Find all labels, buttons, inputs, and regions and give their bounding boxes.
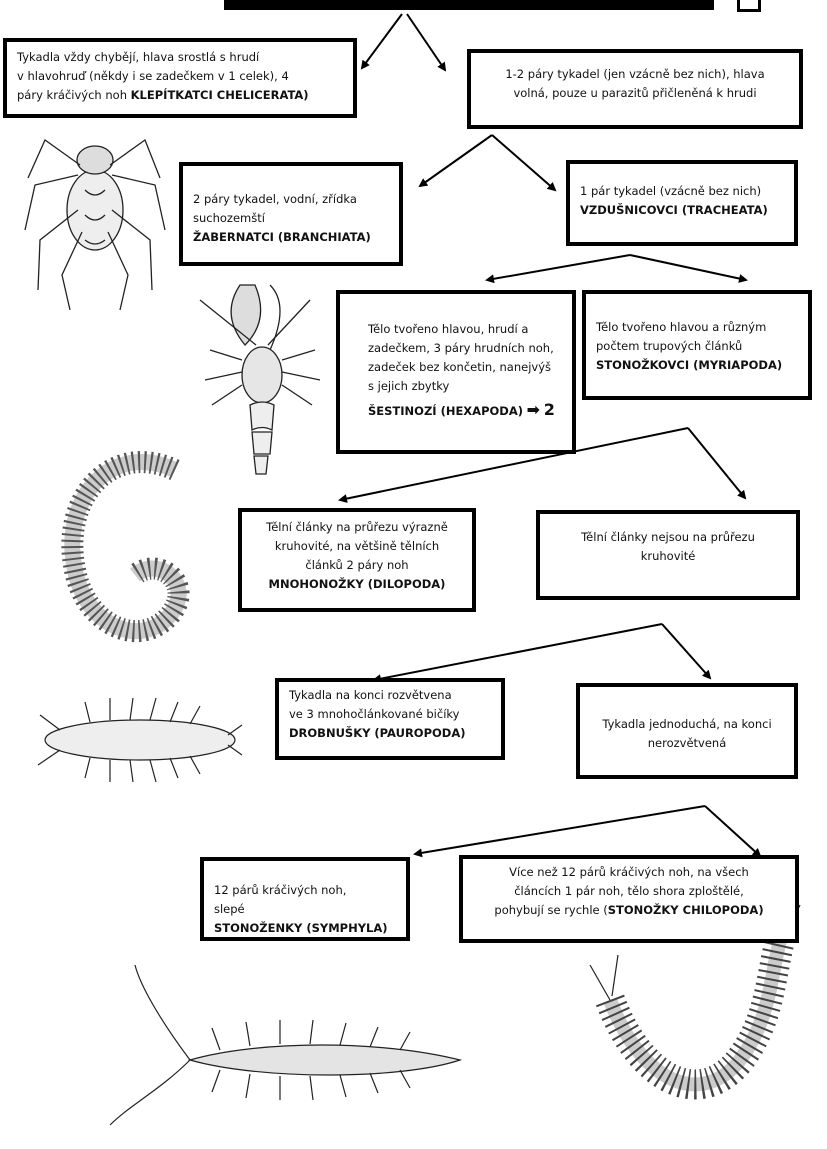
arrow-dilopoda-left — [338, 427, 689, 503]
box-chelicerata: Tykadla vždy chybějí, hlava srostlá s hr… — [3, 38, 357, 118]
hexapoda-line3: zadeček bez končetin, nanejvýš — [368, 360, 552, 374]
dilopoda-line3: článků 2 páry noh — [305, 558, 409, 572]
symphyla-taxon-text: STONOŽENKY (SYMPHYLA) — [214, 921, 388, 935]
millipede-illustration — [61, 451, 190, 643]
myriapoda-line2: počtem trupových článků — [596, 339, 743, 353]
box-not-round: Tělní články nejsou na průřezu kruhovité — [536, 510, 800, 600]
arrow-myriapoda-right — [629, 254, 748, 283]
symphyla-line2: slepé — [214, 902, 245, 916]
next-key-number: 2 — [543, 400, 555, 419]
box-symphyla: 12 párů kráčivých noh, slepé STONOŽENKY … — [200, 857, 410, 941]
not-round-line2: kruhovité — [640, 549, 696, 563]
arrow-simple-right — [661, 623, 712, 680]
dilopoda-line2: kruhovité, na většině tělních — [274, 539, 440, 553]
dilopoda-line1: Tělní články na průřezu výrazně — [266, 520, 448, 534]
pauropod-illustration — [37, 697, 243, 783]
branchiata-taxon: ŽABERNATCI (BRANCHIATA) — [193, 228, 389, 247]
pauropoda-taxon: DROBNUŠKY (PAUROPODA) — [289, 724, 491, 743]
chelicerata-line2: v hlavohruď (někdy i se zadečkem v 1 cel… — [17, 69, 289, 83]
arrow-hexapoda-left — [485, 254, 631, 284]
myriapoda-taxon-text: STONOŽKOVCI (MYRIAPODA) — [596, 358, 783, 372]
symphyla-line1: 12 párů kráčivých noh, — [214, 883, 347, 897]
box-chilopoda: Více než 12 párů kráčivých noh, na všech… — [459, 855, 799, 943]
hexapoda-taxon-text: ŠESTINOZÍ (HEXAPODA) — [368, 404, 523, 418]
symphyla-taxon: STONOŽENKY (SYMPHYLA) — [214, 919, 396, 938]
hexapoda-line1: Tělo tvořeno hlavou, hrudí a — [368, 322, 529, 336]
chilopoda-taxon: STONOŽKY CHILOPODA) — [607, 903, 764, 917]
box-tracheata: 1 pár tykadel (vzácně bez nich) VZDUŠNIC… — [566, 160, 798, 246]
dilopoda-taxon: MNOHONOŽKY (DILOPODA) — [252, 575, 462, 594]
arrow-symphyla-left — [413, 805, 706, 858]
hexapoda-line2: zadečkem, 3 páry hrudních noh, — [368, 341, 554, 355]
chelicerata-taxon: KLEPÍTKATCI CHELICERATA) — [130, 88, 309, 102]
pauropoda-taxon-text: DROBNUŠKY (PAUROPODA) — [289, 726, 466, 740]
box-hexapoda: Tělo tvořeno hlavou, hrudí a zadečkem, 3… — [336, 290, 576, 454]
hexapoda-taxon: ŠESTINOZÍ (HEXAPODA) ➡ 2 — [368, 400, 562, 421]
crayfish-illustration — [199, 284, 321, 475]
arrow-chilopoda-right — [704, 805, 762, 858]
tracheata-line1: 1 pár tykadel (vzácně bez nich) — [580, 184, 762, 198]
myriapoda-line1: Tělo tvořeno hlavou a různým — [596, 320, 767, 334]
header-bar — [224, 0, 714, 10]
pauropoda-line2: ve 3 mnohočlánkované bičíky — [289, 707, 460, 721]
box-dilopoda: Tělní články na průřezu výrazně kruhovit… — [238, 508, 476, 612]
chelicerata-line3: páry kráčivých noh KLEPÍTKATCI CHELICERA… — [17, 86, 343, 105]
chilopoda-line3-text: pohybují se rychle ( — [494, 903, 608, 917]
simple-antennae-line2: nerozvětvená — [647, 736, 727, 750]
box-pauropoda: Tykadla na konci rozvětvena ve 3 mnohočl… — [275, 678, 505, 760]
box-myriapoda: Tělo tvořeno hlavou a různým počtem trup… — [582, 290, 812, 400]
arrow-pauropoda-left — [372, 623, 663, 684]
chilopoda-line2: článcích 1 pár noh, tělo shora zploštělé… — [514, 884, 744, 898]
myriapoda-taxon: STONOŽKOVCI (MYRIAPODA) — [596, 356, 798, 375]
arrow-root-left — [360, 13, 403, 70]
chelicerata-line3-text: páry kráčivých noh — [17, 88, 131, 102]
branchiata-line1: 2 páry tykadel, vodní, zřídka — [193, 192, 357, 206]
arrow-notround-right — [687, 427, 747, 500]
centipede-illustration — [589, 904, 801, 1100]
header-square — [737, 0, 761, 12]
chelicerata-line1: Tykadla vždy chybějí, hlava srostlá s hr… — [17, 50, 260, 64]
pauropoda-line1: Tykadla na konci rozvětvena — [289, 688, 452, 702]
symphylan-illustration — [109, 964, 463, 1126]
branchiata-line2: suchozemští — [193, 211, 265, 225]
not-round-line1: Tělní články nejsou na průřezu — [581, 530, 755, 544]
box-free-head: 1-2 páry tykadel (jen vzácně bez nich), … — [467, 49, 803, 129]
hexapoda-line4: s jejich zbytky — [368, 379, 450, 393]
tracheata-taxon: VZDUŠNICOVCI (TRACHEATA) — [580, 201, 784, 220]
arrow-right-icon: ➡ — [526, 400, 541, 419]
chilopoda-line3: pohybují se rychle (STONOŽKY CHILOPODA) — [473, 901, 785, 920]
tracheata-taxon-text: VZDUŠNICOVCI (TRACHEATA) — [580, 203, 768, 217]
free-head-line1: 1-2 páry tykadel (jen vzácně bez nich), … — [505, 67, 765, 81]
chilopoda-line1: Více než 12 párů kráčivých noh, na všech — [509, 865, 749, 879]
arrow-tracheata-branchiata — [418, 134, 493, 188]
simple-antennae-line1: Tykadla jednoduchá, na konci — [602, 717, 772, 731]
box-branchiata: 2 páry tykadel, vodní, zřídka suchozemšt… — [179, 162, 403, 266]
spider-illustration — [24, 138, 166, 311]
dilopoda-taxon-text: MNOHONOŽKY (DILOPODA) — [268, 577, 446, 591]
branchiata-taxon-text: ŽABERNATCI (BRANCHIATA) — [193, 230, 371, 244]
box-simple-antennae: Tykadla jednoduchá, na konci nerozvětven… — [576, 683, 798, 779]
free-head-line2: volná, pouze u parazitů přičleněná k hru… — [513, 86, 757, 100]
arrow-tracheata-split — [491, 134, 557, 192]
arrow-root-right — [406, 13, 447, 72]
